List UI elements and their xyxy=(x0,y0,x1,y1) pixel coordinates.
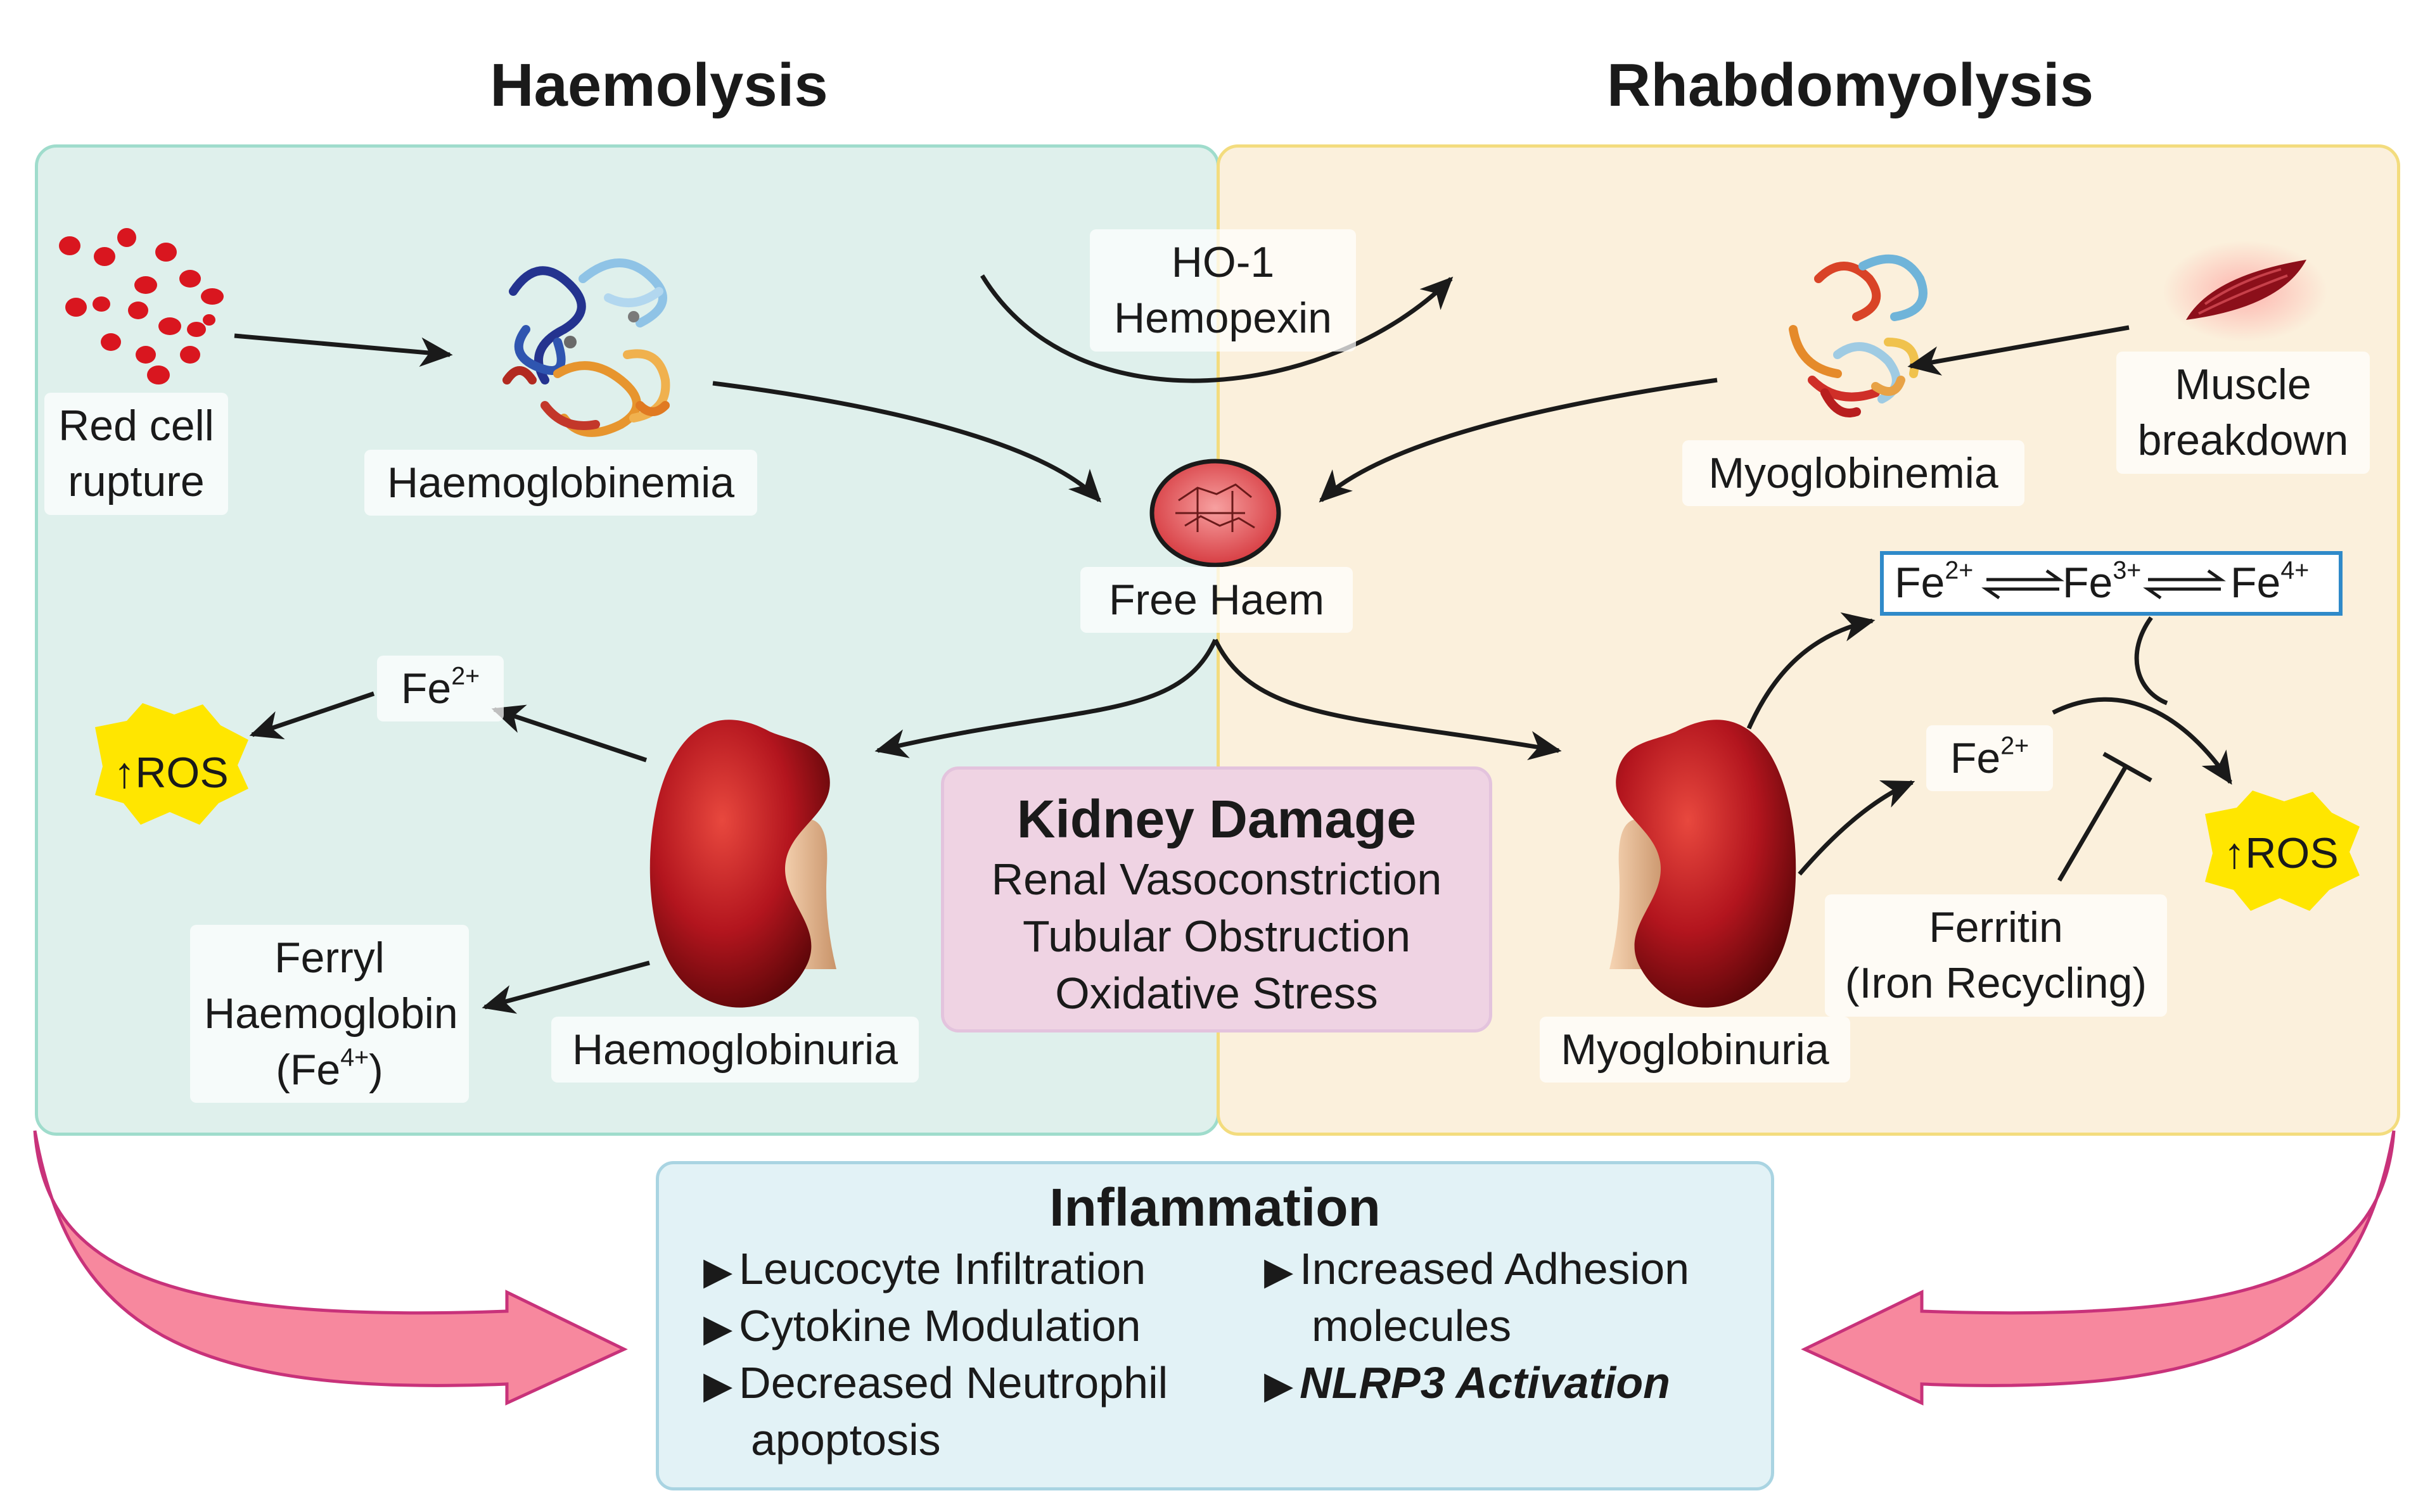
inflammation-item-continuation: apoptosis xyxy=(751,1415,941,1464)
inflammation-item-continuation: molecules xyxy=(1312,1301,1512,1350)
fe2-left-label: Fe2+ xyxy=(377,656,504,722)
big-arrow-right xyxy=(1801,1130,2396,1406)
arrow-fe-to-ros-left xyxy=(249,691,375,740)
kidney-damage-item: Oxidative Stress xyxy=(1055,969,1378,1018)
inflammation-item: ▶Increased Adhesion xyxy=(1264,1244,1690,1293)
arrow-haemoglobinemia-to-haem xyxy=(712,381,1102,503)
haemoglobin-protein-icon xyxy=(502,258,670,437)
big-arrow-left xyxy=(33,1130,628,1406)
fe-chain-c: Fe4+ xyxy=(2230,556,2310,607)
inflammation-box: Inflammation ▶Leucocyte Infiltration ▶Cy… xyxy=(656,1161,1774,1490)
myoglobinuria-label: Myoglobinuria xyxy=(1540,1017,1850,1083)
connector-fe-box-to-ros xyxy=(2134,616,2168,706)
myoglobinemia-label: Myoglobinemia xyxy=(1682,440,2024,507)
fe-chain-b: Fe3+ xyxy=(2062,556,2142,607)
kidney-damage-item: Tubular Obstruction xyxy=(1022,912,1411,961)
arrow-muscle-to-myoglobin xyxy=(1907,325,2130,376)
fe2-right-label: Fe2+ xyxy=(1926,725,2053,792)
free-haem-label: Free Haem xyxy=(1080,567,1353,633)
kidney-right-icon xyxy=(1609,720,1796,1008)
arrow-haem-to-left-kidney xyxy=(874,638,1218,758)
inflammation-item: ▶Decreased Neutrophil xyxy=(703,1358,1168,1407)
arrow-fe-to-ros-right xyxy=(2052,697,2232,785)
fe-equilibrium-box xyxy=(1880,551,2343,616)
free-haem-icon xyxy=(1149,459,1281,568)
muscle-icon xyxy=(2163,241,2327,342)
arrow-kidney-to-fe-chain xyxy=(1746,612,1876,730)
haemoglobinuria-label: Haemoglobinuria xyxy=(551,1017,919,1083)
arrow-hemopexin-curve xyxy=(980,274,1454,383)
fe-chain-a: Fe2+ xyxy=(1895,556,1974,607)
ferritin-label: Ferritin(Iron Recycling) xyxy=(1825,894,2167,1017)
myoglobin-protein-icon xyxy=(1789,254,1928,417)
ros-left-label: ↑ROS xyxy=(113,749,229,797)
haemolysis-title: Haemolysis xyxy=(490,51,828,119)
ros-burst-icon-right xyxy=(2205,791,2360,911)
arrow-redcells-to-haemoglobinemia xyxy=(234,333,453,367)
kidney-damage-box: Kidney Damage Renal Vasoconstriction Tub… xyxy=(941,766,1492,1032)
inhibition-ferritin xyxy=(2057,751,2152,882)
arrow-kidney-to-ferryl xyxy=(482,960,650,1014)
equilibrium-arrows xyxy=(1981,569,2226,600)
ros-burst-icon-left xyxy=(95,703,248,825)
kidney-left-icon xyxy=(649,720,836,1008)
kidney-damage-title: Kidney Damage xyxy=(1016,789,1417,849)
arrow-kidney-to-fe-left xyxy=(491,704,648,763)
inflammation-item: ▶Leucocyte Infiltration xyxy=(703,1244,1146,1293)
kidney-damage-item: Renal Vasoconstriction xyxy=(991,854,1442,904)
inflammation-item-nlrp3: ▶NLRP3 Activation xyxy=(1264,1358,1670,1407)
arrow-haem-to-right-kidney xyxy=(1213,638,1562,761)
arrow-myoglobinemia-to-haem xyxy=(1319,378,1718,503)
ferryl-haemoglobin-label: Ferryl Haemoglobin (Fe4+) xyxy=(190,925,469,1103)
red-cells-icon xyxy=(59,228,224,384)
rhabdomyolysis-title: Rhabdomyolysis xyxy=(1606,51,2094,119)
inflammation-item: ▶Cytokine Modulation xyxy=(703,1301,1141,1350)
haemoglobinemia-label: Haemoglobinemia xyxy=(364,450,757,516)
inflammation-title: Inflammation xyxy=(1049,1178,1381,1237)
ros-right-label: ↑ROS xyxy=(2223,829,2339,877)
arrow-kidney-to-fe-right xyxy=(1798,780,1915,876)
